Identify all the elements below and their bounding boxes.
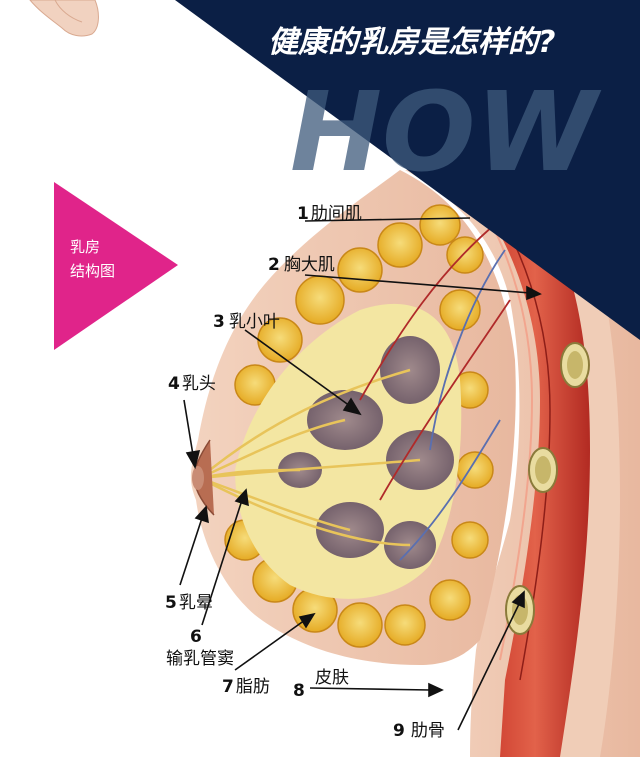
badge-line2: 结构图 [70,262,115,280]
page-title: 健康的乳房是怎样的? [268,25,555,60]
breast-cross-section [190,170,516,665]
section-badge: 乳房 结构图 [54,182,178,350]
chest-wall [405,170,640,757]
nipple [192,466,204,490]
how-watermark: HOW [290,68,602,196]
label-8-number: 8 [293,681,305,701]
badge-line1: 乳房 [70,238,100,256]
label-6-text: 输乳管窦 [166,649,234,669]
header-banner: HOW 健康的乳房是怎样的? [175,0,640,340]
hand-illustration [29,0,99,37]
blood-vessels [359,219,511,561]
label-8-text: 皮肤 [315,668,349,688]
leader-lines [179,217,542,731]
label-6-number: 6 [190,627,202,647]
milk-ducts [199,368,421,547]
